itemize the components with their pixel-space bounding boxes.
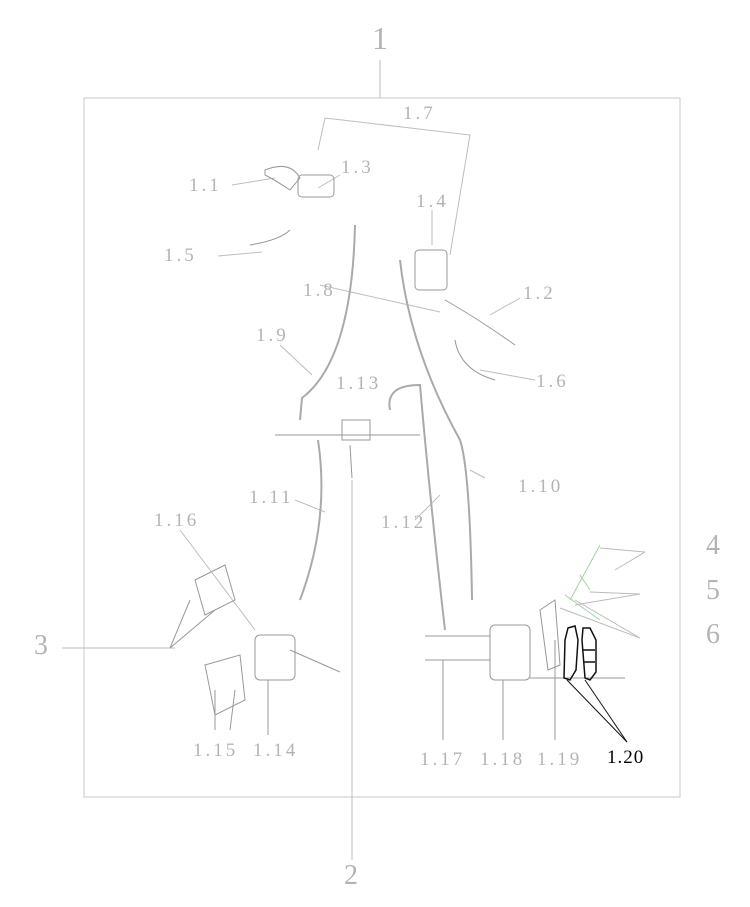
label-1-7: 1.7	[403, 103, 436, 124]
label-1-17: 1.17	[420, 749, 466, 770]
label-2: 2	[344, 860, 358, 891]
label-assembly-1: 1	[372, 20, 388, 56]
label-6: 6	[706, 619, 720, 650]
label-3: 3	[34, 630, 48, 661]
label-1-20-highlighted: 1.20	[607, 747, 645, 768]
right-caliper-assembly	[425, 599, 625, 740]
left-caliper-assembly	[169, 564, 341, 735]
label-1-16: 1.16	[154, 510, 200, 531]
label-1-5: 1.5	[164, 245, 197, 266]
label-1-4: 1.4	[416, 191, 449, 212]
label-1-15: 1.15	[193, 740, 239, 761]
label-1-19: 1.19	[537, 749, 583, 770]
label-1-14: 1.14	[253, 740, 299, 761]
brake-hose-1-12	[388, 383, 446, 631]
leader-1-7	[317, 117, 471, 256]
master-cylinder-left	[249, 165, 335, 246]
label-1-18: 1.18	[480, 749, 526, 770]
label-1-10: 1.10	[518, 476, 564, 497]
label-1-6: 1.6	[536, 371, 569, 392]
label-1-12: 1.12	[381, 512, 427, 533]
label-4: 4	[706, 530, 720, 561]
label-1-3: 1.3	[341, 157, 374, 178]
fastener-leaders	[564, 544, 601, 621]
label-1-1: 1.1	[189, 175, 222, 196]
label-1-13: 1.13	[336, 373, 382, 394]
brake-hose-1-10	[399, 259, 473, 601]
label-1-11: 1.11	[249, 487, 294, 508]
brake-hose-1-9	[299, 224, 356, 421]
label-5: 5	[706, 575, 720, 606]
label-1-2: 1.2	[523, 283, 556, 304]
assembly-frame	[83, 97, 681, 798]
brake-hose-1-11	[299, 439, 323, 601]
label-1-9: 1.9	[256, 325, 289, 346]
master-cylinder-right	[414, 249, 516, 381]
brake-pads-1-20	[563, 625, 628, 743]
label-1-8: 1.8	[303, 280, 336, 301]
junction-block	[275, 419, 420, 479]
